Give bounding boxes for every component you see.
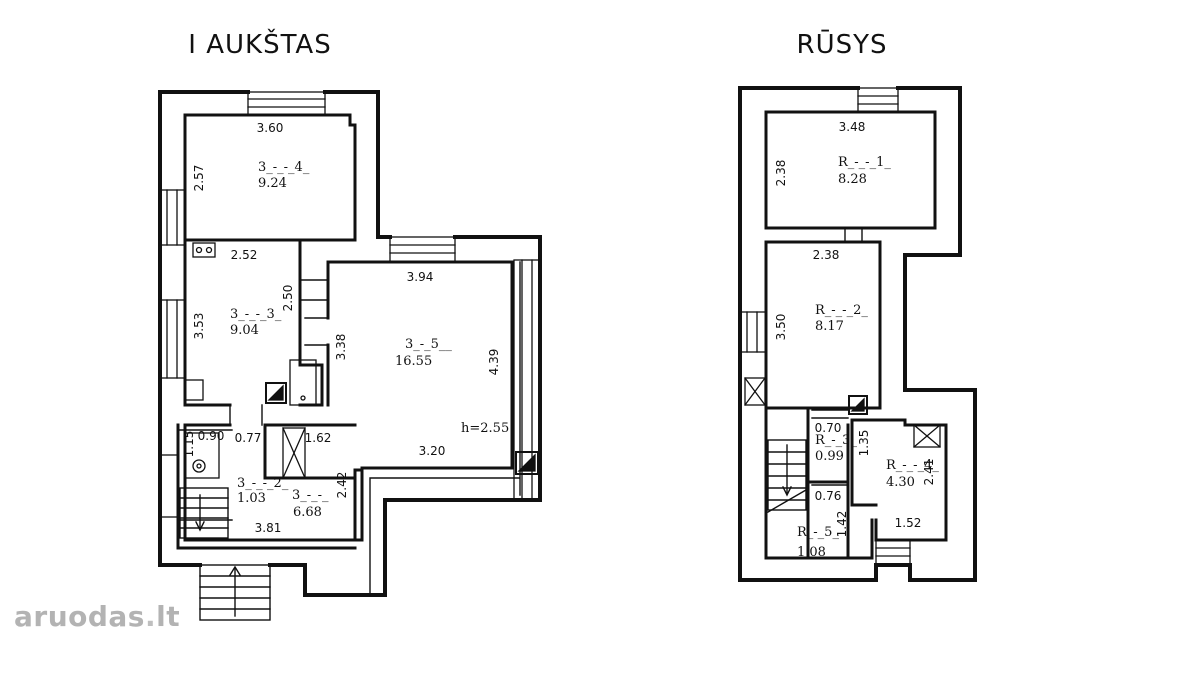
watermark-tld: lt — [156, 600, 181, 633]
room-area: 8.17 — [815, 319, 844, 334]
basement-labels: 3.48 2.38 R_-_-_1_ 8.28 2.38 3.50 R_-_-_… — [774, 120, 939, 560]
room-area: 0.99 — [815, 449, 844, 464]
room-area: 16.55 — [395, 354, 432, 369]
ground-windows — [159, 91, 541, 518]
dim-text: 1.35 — [857, 430, 871, 457]
dim-text: 3.20 — [419, 444, 446, 458]
dim-text: 1.15 — [182, 431, 196, 458]
dim-text: 2.52 — [231, 248, 258, 262]
room-code: R_-_-_2_ — [815, 303, 868, 318]
dim-text: 2.38 — [774, 160, 788, 187]
dim-text: 1.52 — [895, 516, 922, 530]
dim-text: 3.48 — [839, 120, 866, 134]
ground-fixtures — [184, 242, 539, 479]
dim-text: 1.42 — [835, 511, 849, 538]
dim-text: 1.62 — [305, 431, 332, 445]
ground-inner-light — [177, 261, 521, 596]
room-code: 3_-_5__ — [405, 337, 452, 352]
room-code: 3_-_-_3_ — [230, 307, 282, 322]
room-code: 3_-_-_4_ — [258, 160, 310, 175]
room-area: 1.08 — [797, 545, 826, 560]
room-code: R_-_-_1_ — [838, 155, 891, 170]
room-code: 3_-_-_ — [292, 488, 329, 503]
dim-text: 3.81 — [255, 521, 282, 535]
dim-text: 3.53 — [192, 313, 206, 340]
watermark-brand: aruodas — [14, 600, 145, 633]
room-code: 3_-_-_2_ — [237, 476, 289, 491]
basement-stairs — [767, 439, 807, 513]
room-code: R_-_3_ — [815, 433, 857, 448]
room-area: 1.03 — [237, 491, 266, 506]
watermark-dot: . — [144, 600, 157, 633]
room-code: R_-_5_ — [797, 525, 839, 540]
ground-floor-title: I AUKŠTAS — [188, 30, 332, 60]
dim-text: 3.50 — [774, 314, 788, 341]
ground-floor-plan — [158, 90, 542, 621]
room-area: 8.28 — [838, 172, 867, 187]
dim-text: 2.42 — [335, 472, 349, 499]
basement-inner-walls — [764, 110, 948, 560]
ground-inner-walls — [176, 113, 514, 550]
dim-text: 3.60 — [257, 121, 284, 135]
dim-text: 0.70 — [815, 421, 842, 435]
basement-outer-wall — [738, 86, 977, 582]
room-area: 4.30 — [886, 475, 915, 490]
ground-entry-stairs — [179, 487, 271, 621]
basement-plan — [738, 86, 977, 582]
dim-text: 2.50 — [281, 285, 295, 312]
ground-floor-labels: 3.60 2.57 3_-_-_4_ 9.24 2.52 2.50 3.53 3… — [182, 121, 509, 535]
dim-text: 0.76 — [815, 489, 842, 503]
ceiling-height: h=2.55 — [461, 421, 509, 436]
basement-title: RŪSYS — [796, 30, 888, 60]
dim-text: 4.39 — [487, 349, 501, 376]
aruodas-watermark: aruodas.lt — [14, 600, 180, 633]
room-area: 6.68 — [293, 505, 322, 520]
dim-text: 2.41 — [922, 459, 936, 486]
basement-fixtures — [744, 377, 941, 448]
dim-text: 2.38 — [813, 248, 840, 262]
room-area: 9.04 — [230, 323, 259, 338]
basement-inner-light — [811, 227, 863, 486]
dim-text: 3.94 — [407, 270, 434, 284]
dim-text: 2.57 — [192, 165, 206, 192]
dim-text: 3.38 — [334, 334, 348, 361]
dim-text: 0.90 — [198, 429, 225, 443]
room-code: R_-_-_4_ — [886, 458, 939, 473]
dim-text: 0.77 — [235, 431, 262, 445]
basement-windows — [739, 87, 911, 566]
room-area: 9.24 — [258, 176, 287, 191]
